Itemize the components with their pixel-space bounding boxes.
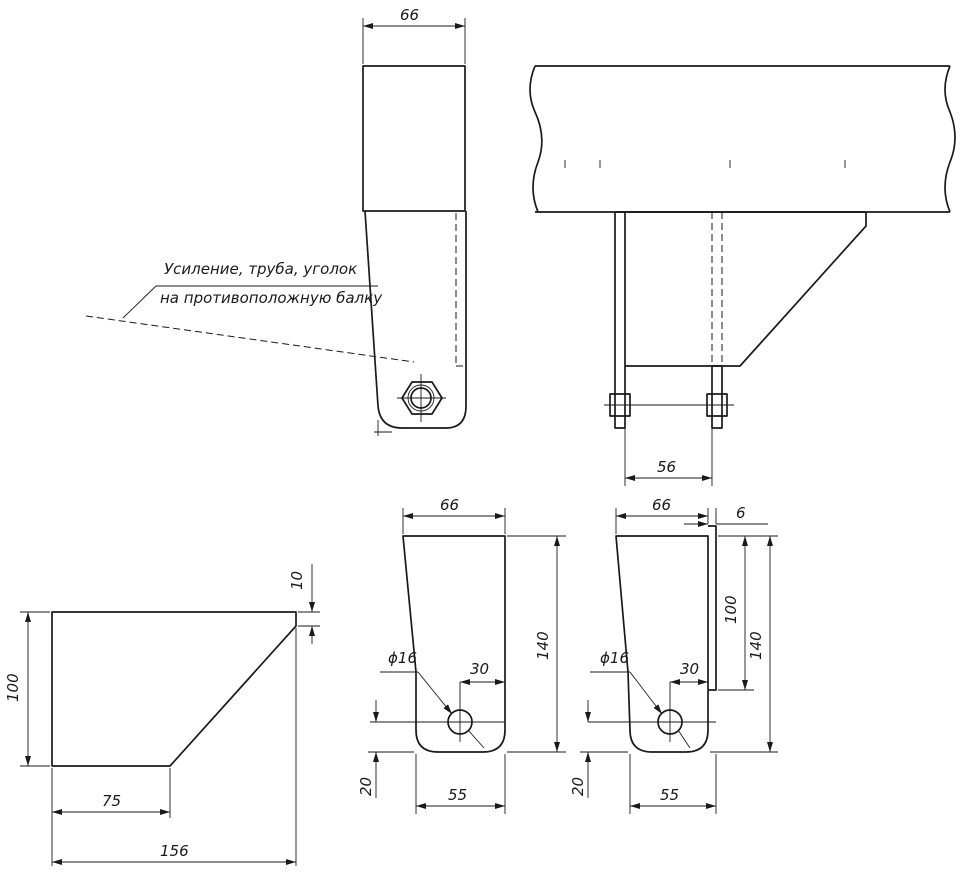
dim-top-spacing: 56 xyxy=(657,458,676,476)
dim-bracket-b-plate: 6 xyxy=(736,504,746,522)
left-lug xyxy=(614,211,626,429)
dim-plate-chamfer: 10 xyxy=(288,571,306,590)
dim-bracket-a-bottom: 20 xyxy=(357,777,375,796)
side-view-lower-leg xyxy=(364,210,467,429)
dim-bracket-b-height: 140 xyxy=(747,631,765,660)
annotation-leader: Усиление, труба, уголок на противоположн… xyxy=(85,260,415,363)
dim-bracket-b-width: 66 xyxy=(652,496,671,514)
plate-outline xyxy=(51,611,297,767)
right-lug xyxy=(711,365,723,429)
dim-bracket-a-width: 66 xyxy=(440,496,459,514)
dim-bracket-b-lower-width: 55 xyxy=(660,786,679,804)
reinforcement-dashed-line xyxy=(85,315,415,363)
dim-bracket-a-hole: ϕ16 xyxy=(388,649,417,667)
dim-plate-total-width: 156 xyxy=(160,842,189,860)
gusset-plate xyxy=(625,211,867,367)
dim-bracket-b-hole: ϕ16 xyxy=(600,649,629,667)
leader-line xyxy=(122,285,157,319)
top-right-beam-view: 56 xyxy=(529,65,956,486)
bracket-b-plate xyxy=(708,525,717,691)
dim-bracket-b-bottom: 20 xyxy=(569,777,587,796)
leader-line xyxy=(467,729,485,749)
dim-bracket-b-hole-offset: 30 xyxy=(680,660,699,678)
top-left-side-view: 66 xyxy=(362,6,467,436)
dim-plate-bottom-edge: 75 xyxy=(102,792,121,810)
bottom-middle-bracket-view: ϕ16 30 66 140 20 55 xyxy=(357,496,566,814)
dim-plate-height: 100 xyxy=(4,673,22,702)
dim-bracket-a-lower-width: 55 xyxy=(448,786,467,804)
dim-bracket-a-hole-offset: 30 xyxy=(470,660,489,678)
dim-bracket-a-height: 140 xyxy=(534,631,552,660)
leader-line xyxy=(417,671,453,715)
annotation-line-1: Усиление, труба, уголок xyxy=(164,260,357,278)
beam-break-right xyxy=(944,65,956,213)
dim-top-bracket-width: 66 xyxy=(400,6,419,24)
bottom-left-plate-view: 100 10 75 156 xyxy=(4,564,320,866)
dim-bracket-b-plate-height: 100 xyxy=(722,595,740,624)
bracket-a-outline xyxy=(402,535,506,753)
bottom-right-bracket-view: ϕ16 30 66 6 100 140 20 55 xyxy=(569,496,778,814)
bracket-b-outline xyxy=(615,535,709,753)
beam-break-left xyxy=(529,65,543,213)
annotation-line-2: на противоположную балку xyxy=(160,289,383,307)
leader-line xyxy=(629,671,663,715)
side-view-upper-block xyxy=(362,65,466,212)
leader-line xyxy=(677,729,691,749)
